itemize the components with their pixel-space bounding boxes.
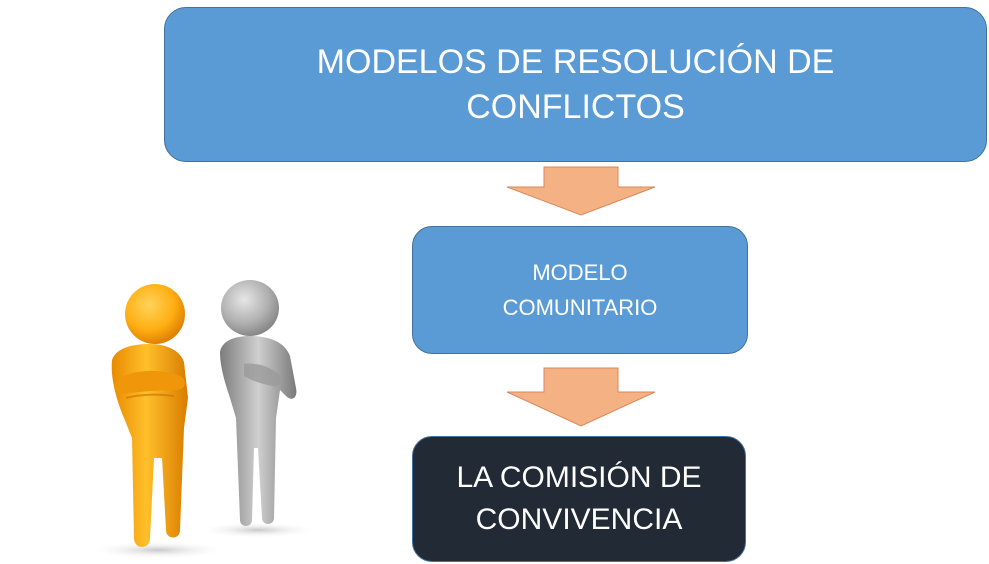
model-box: MODELO COMUNITARIO — [412, 226, 748, 354]
orange-person-figure — [111, 284, 188, 547]
gray-person-figure — [220, 280, 297, 526]
commission-box: LA COMISIÓN DE CONVIVENCIA — [412, 436, 746, 562]
model-box-text: MODELO COMUNITARIO — [502, 259, 658, 320]
title-box-text: MODELOS DE RESOLUCIÓN DE CONFLICTOS — [316, 43, 835, 126]
two-people-illustration — [88, 280, 318, 559]
title-box: MODELOS DE RESOLUCIÓN DE CONFLICTOS — [164, 7, 987, 162]
down-arrow-icon — [506, 367, 656, 427]
down-arrow-icon — [506, 166, 656, 216]
commission-box-text: LA COMISIÓN DE CONVIVENCIA — [456, 461, 702, 536]
